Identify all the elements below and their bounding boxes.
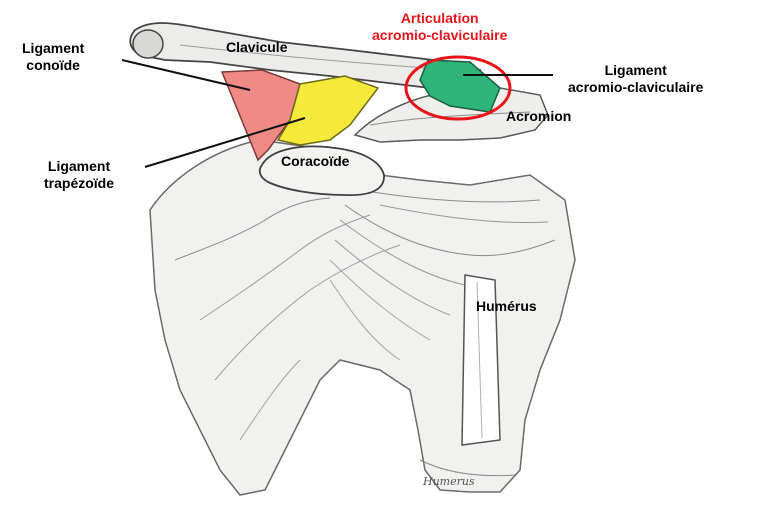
label-articulation-line1: Articulation	[400, 10, 479, 26]
leader-line-trapezoid	[144, 117, 306, 168]
humerus-bone	[461, 274, 501, 446]
label-coracoid: Coracoïde	[281, 153, 350, 169]
label-humerus: Humérus	[476, 298, 537, 314]
label-acromion: Acromion	[506, 108, 572, 124]
engraved-humerus-label: Humerus	[422, 475, 475, 488]
label-articulation: Articulation acromio-claviculaire	[372, 10, 507, 44]
label-ligament-trapezoid-line1: Ligament	[47, 158, 111, 174]
label-clavicle: Clavicule	[226, 39, 288, 55]
label-articulation-line2: acromio-claviculaire	[372, 27, 508, 43]
label-ligament-conoid: Ligament conoïde	[22, 40, 84, 74]
articulation-highlight-ellipse	[404, 55, 512, 121]
acromioclavicular-ligament-shape	[419, 59, 501, 113]
label-ligament-ac: Ligament acromio-claviculaire	[568, 62, 703, 96]
label-ligament-trapezoid-line2: trapézoïde	[44, 175, 115, 191]
label-ligament-trapezoid: Ligament trapézoïde	[44, 158, 114, 192]
label-ligament-ac-line1: Ligament	[604, 62, 667, 78]
label-ligament-conoid-line1: Ligament	[22, 40, 85, 56]
trapezoid-ligament-shape	[276, 75, 380, 146]
coracoid-process	[258, 145, 385, 196]
label-ligament-conoid-line2: conoïde	[26, 57, 80, 73]
leader-line-conoid	[121, 59, 251, 91]
label-ligament-ac-line2: acromio-claviculaire	[568, 79, 704, 95]
